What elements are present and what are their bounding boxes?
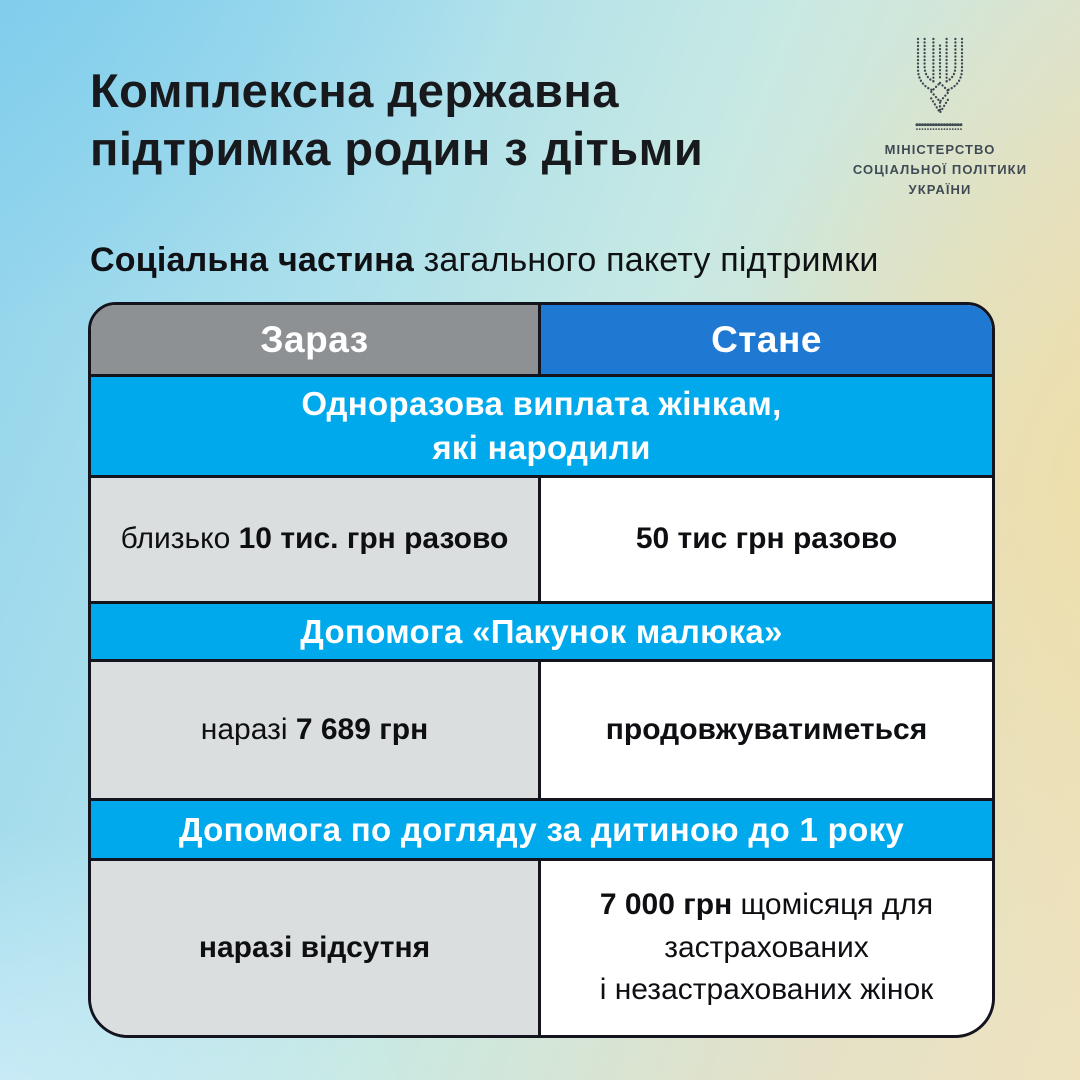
cell-now-baby-package: наразі 7 689 грн [91, 662, 541, 798]
cell-future-birth-payment: 50 тис грн разово [541, 478, 992, 601]
column-header-future: Стане [541, 305, 992, 374]
section-header-text: Допомога по догляду за дитиною до 1 року [178, 810, 905, 848]
ministry-name: МІНІСТЕРСТВО СОЦІАЛЬНОЇ ПОЛІТИКИ УКРАЇНИ [838, 140, 1042, 200]
data-row-birth-payment: близько 10 тис. грн разово 50 тис грн ра… [91, 478, 992, 601]
column-header-row: Зараз Стане [91, 305, 992, 374]
subtitle-bold: Соціальна частина [90, 241, 414, 279]
subtitle: Соціальна частина загального пакету підт… [90, 241, 879, 280]
comparison-table: Зараз Стане Одноразова виплата жінкам,як… [88, 302, 995, 1038]
trident-icon [915, 37, 965, 130]
cell-future-baby-package: продовжуватиметься [541, 662, 992, 798]
section-header-baby-package: Допомога «Пакунок малюка» [91, 601, 992, 662]
ministry-logo: МІНІСТЕРСТВО СОЦІАЛЬНОЇ ПОЛІТИКИ УКРАЇНИ [838, 34, 1042, 200]
ministry-name-line1: МІНІСТЕРСТВО [884, 142, 996, 157]
section-header-text: Допомога «Пакунок малюка» [300, 612, 783, 650]
section-header-text: Одноразова виплата жінкам,які народили [301, 385, 782, 466]
cell-now-childcare: наразі відсутня [91, 861, 541, 1035]
section-header-childcare: Допомога по догляду за дитиною до 1 року [91, 798, 992, 861]
column-header-now: Зараз [91, 305, 541, 374]
cell-now-birth-payment: близько 10 тис. грн разово [91, 478, 541, 601]
ministry-name-line3: УКРАЇНИ [908, 182, 972, 198]
ministry-name-line2: СОЦІАЛЬНОЇ ПОЛІТИКИ [852, 162, 1028, 178]
data-row-baby-package: наразі 7 689 грн продовжуватиметься [91, 662, 992, 798]
page-title-line1: Комплексна державна [90, 64, 619, 117]
page-title-line2: підтримка родин з дітьми [90, 122, 704, 176]
section-header-birth-payment: Одноразова виплата жінкам,які народили [91, 374, 992, 478]
subtitle-rest: загального пакету підтримки [413, 241, 879, 279]
